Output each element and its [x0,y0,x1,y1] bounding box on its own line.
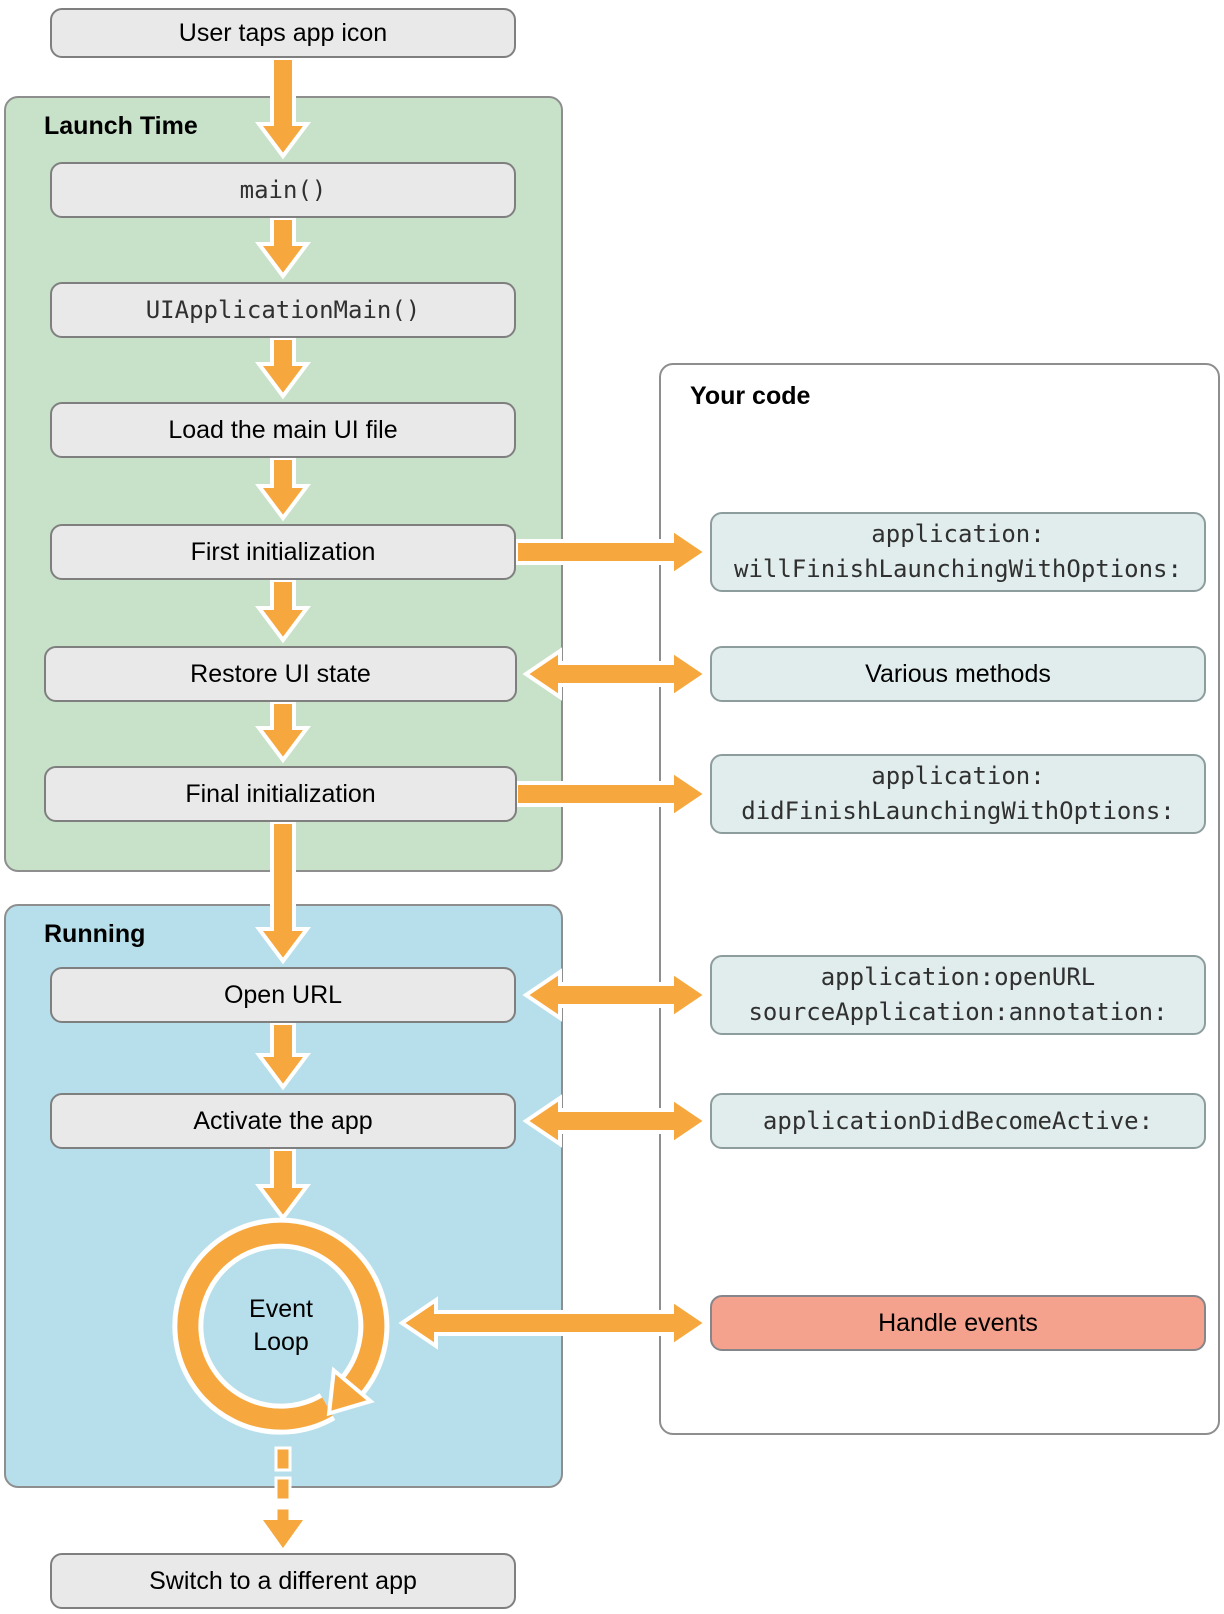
arrow-activate-didbecomeactive [522,1094,710,1148]
arrow-activate-to-event-loop [255,1147,311,1222]
arrow-user-to-main [255,56,311,160]
node-didfinishlaunchingwithoptions: application: didFinishLaunchingWithOptio… [710,754,1206,834]
node-applicationdidbecomeactive: applicationDidBecomeActive: [710,1093,1206,1149]
event-loop-ring [177,1222,385,1430]
arrow-first-init-to-willfinish [514,525,710,579]
event-loop-ring-arrowhead [326,1366,375,1417]
your-code-label: Your code [690,382,811,410]
node-application-openurl-sourceapplication: application:openURL sourceApplication:an… [710,955,1206,1035]
node-first-initialization: First initialization [50,524,516,580]
arrow-event-loop-handle-events [398,1296,710,1350]
arrow-load-to-first-init [255,456,311,522]
arrow-uiapplicationmain-to-load [255,336,311,400]
arrow-first-init-to-restore [255,578,311,644]
arrow-open-url-to-activate [255,1021,311,1091]
node-load-main-ui-file: Load the main UI file [50,402,516,458]
node-final-initialization: Final initialization [44,766,517,822]
arrow-main-to-uiapplicationmain [255,216,311,280]
dashed-arrow-to-switch [263,1446,303,1548]
node-uiapplicationmain: UIApplicationMain() [50,282,516,338]
arrow-restore-to-final-init [255,700,311,764]
node-various-methods: Various methods [710,646,1206,702]
node-main: main() [50,162,516,218]
node-handle-events: Handle events [710,1295,1206,1351]
launch-time-label: Launch Time [44,112,198,140]
node-user-taps-app-icon: User taps app icon [50,8,516,58]
arrow-open-url-method [522,968,710,1022]
running-label: Running [44,920,146,948]
event-loop-label: Event Loop [249,1295,313,1356]
node-switch-to-different-app: Switch to a different app [50,1553,516,1609]
arrow-final-init-to-open-url [255,820,311,965]
node-open-url: Open URL [50,967,516,1023]
arrow-final-init-to-didfinish [514,767,710,821]
node-activate-the-app: Activate the app [50,1093,516,1149]
node-restore-ui-state: Restore UI state [44,646,517,702]
arrow-restore-various-methods [522,647,710,701]
node-willfinishlaunchingwithoptions: application: willFinishLaunchingWithOpti… [710,512,1206,592]
